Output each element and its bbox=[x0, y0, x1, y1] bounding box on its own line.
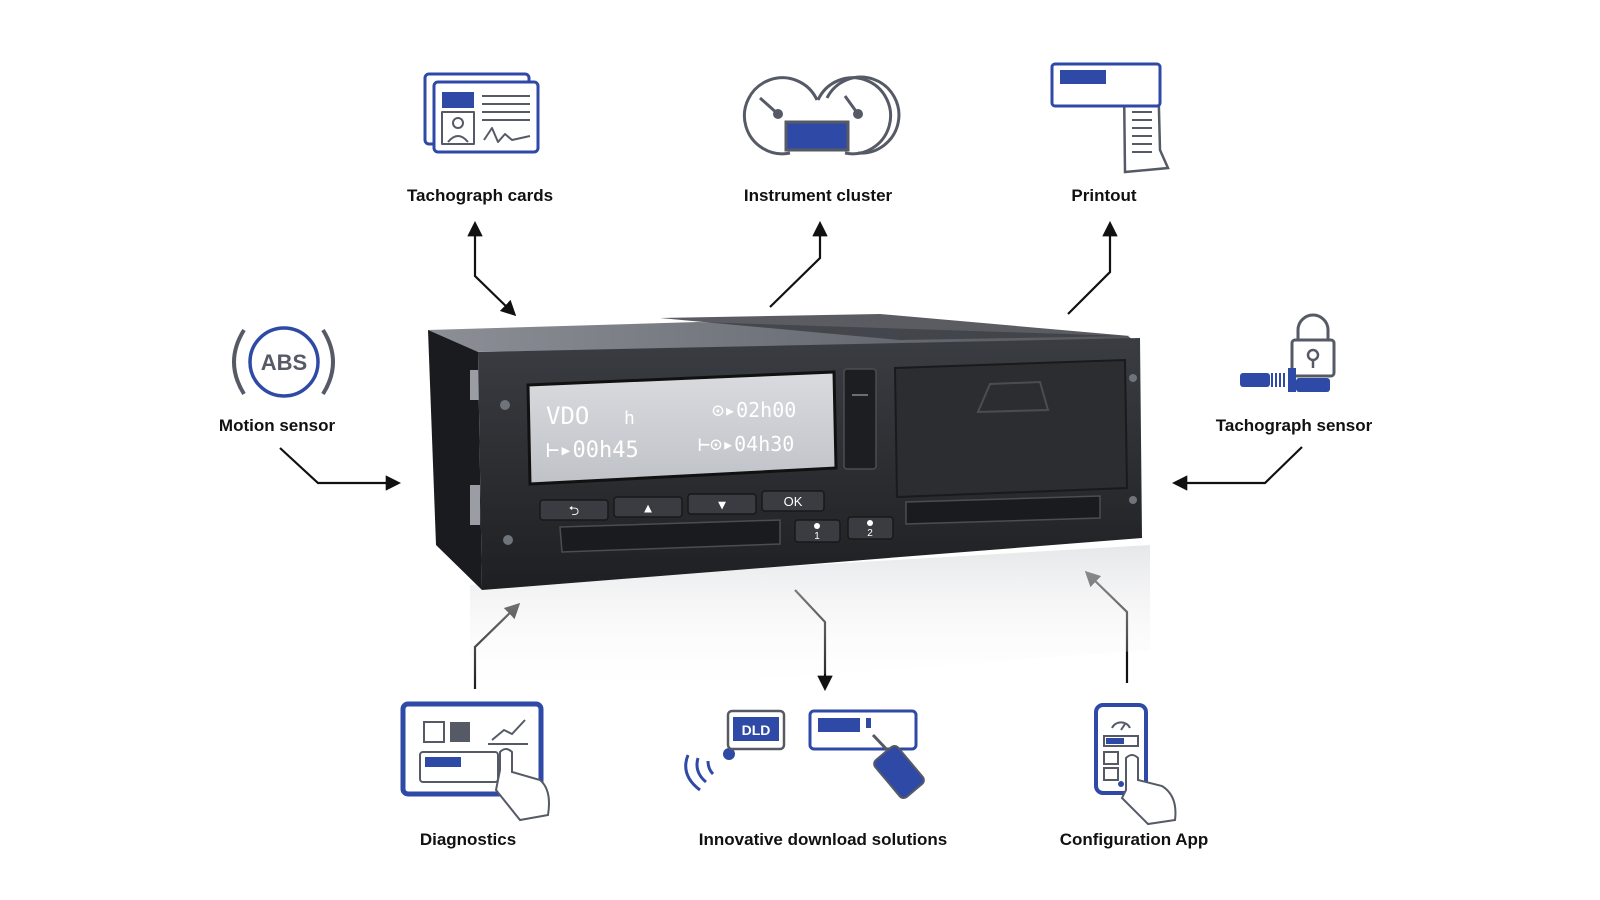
screw-icon bbox=[1129, 374, 1137, 382]
abs-icon: ABS bbox=[232, 326, 335, 398]
screw-icon bbox=[503, 535, 513, 545]
display-status-glyph: h bbox=[624, 408, 635, 429]
tachograph-sensor-icon bbox=[1240, 313, 1336, 392]
device-left-side bbox=[428, 330, 482, 590]
display-brand: VDO bbox=[546, 402, 589, 430]
driver1-button[interactable] bbox=[794, 519, 841, 543]
back-icon: ⮌ bbox=[569, 504, 579, 519]
display-row2-left: ⊢▸00h45 bbox=[546, 438, 639, 463]
label-configuration-app: Configuration App bbox=[1059, 830, 1209, 849]
back-button[interactable] bbox=[539, 499, 609, 521]
screw-icon bbox=[500, 400, 510, 410]
arrow-printout bbox=[1067, 220, 1118, 315]
device-display bbox=[526, 370, 838, 486]
label-motion-sensor: Motion sensor bbox=[218, 416, 336, 435]
card-slot-driver1[interactable] bbox=[559, 519, 781, 553]
up-arrow-icon: ▲ bbox=[644, 501, 652, 516]
printout-icon bbox=[1050, 62, 1170, 174]
dld-icon-text: DLD bbox=[742, 722, 771, 738]
device-button-row: ⮌ ▲ ▼ OK bbox=[539, 490, 825, 521]
down-button[interactable] bbox=[687, 493, 757, 515]
tachograph-cards-icon bbox=[423, 72, 540, 154]
ok-button[interactable] bbox=[761, 490, 825, 512]
driver1-label: 1 bbox=[814, 531, 820, 542]
label-tachograph-cards: Tachograph cards bbox=[406, 186, 554, 205]
arrow-tachograph-sensor bbox=[1171, 446, 1303, 491]
device-reflection bbox=[470, 545, 1150, 700]
arrow-motion-sensor bbox=[279, 447, 402, 491]
card-eject-slot bbox=[843, 368, 877, 470]
driver2-button[interactable] bbox=[847, 516, 894, 540]
instrument-cluster-icon bbox=[742, 75, 901, 156]
label-tachograph-sensor: Tachograph sensor bbox=[1215, 416, 1373, 435]
configuration-app-icon bbox=[1094, 703, 1177, 826]
driver2-label: 2 bbox=[867, 528, 873, 539]
abs-icon-text: ABS bbox=[261, 350, 307, 375]
screw-icon bbox=[1129, 496, 1137, 504]
diagnostics-icon bbox=[400, 701, 550, 822]
up-button[interactable] bbox=[613, 496, 683, 518]
display-row1-right: ⊙▸02h00 bbox=[712, 398, 796, 422]
display-row2-right: ⊢⊙▸04h30 bbox=[698, 432, 794, 456]
down-arrow-icon: ▼ bbox=[718, 498, 726, 513]
label-printout: Printout bbox=[1071, 186, 1137, 205]
printer-drawer[interactable] bbox=[893, 358, 1129, 499]
label-instrument-cluster: Instrument cluster bbox=[743, 186, 893, 205]
arrow-tachograph-cards bbox=[467, 220, 517, 317]
card-slot-driver2[interactable] bbox=[905, 495, 1101, 525]
tachograph-device: VDO h ⊙▸02h00 ⊢▸00h45 ⊢⊙▸04h30 ⮌ ▲ ▼ OK … bbox=[428, 314, 1150, 700]
download-solutions-icon: DLD bbox=[684, 709, 925, 799]
label-diagnostics: Diagnostics bbox=[419, 830, 517, 849]
arrow-instrument-cluster bbox=[769, 220, 828, 308]
label-download-solutions: Innovative download solutions bbox=[698, 830, 948, 849]
ok-button-label: OK bbox=[784, 494, 803, 509]
